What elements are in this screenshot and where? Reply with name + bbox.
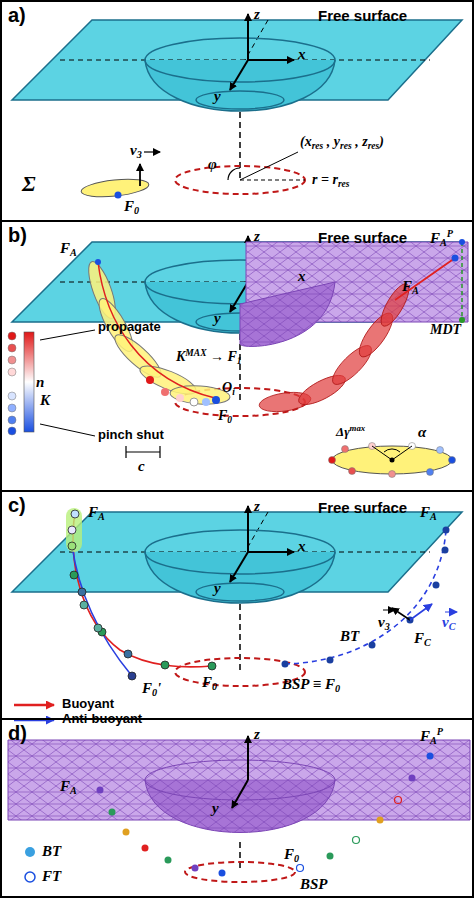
figure-label: FA	[60, 778, 77, 796]
figure-label: x	[298, 46, 306, 63]
figure-label: r = rres	[312, 172, 350, 189]
figure-label: z	[254, 726, 260, 743]
figure-label: n	[36, 374, 44, 391]
figure-label: v3	[130, 142, 142, 160]
figure-label: F0	[202, 674, 217, 692]
figure-label: BSP ≡ F0	[282, 676, 340, 694]
panel-label: b)	[8, 224, 27, 247]
panel-frame: c)	[0, 492, 474, 720]
figure-label: Σ	[22, 172, 36, 196]
figure-label: y	[212, 800, 219, 817]
figure-label: v3	[378, 614, 390, 632]
legend-text: FT	[42, 868, 61, 885]
figure-label: FC	[414, 630, 431, 648]
figure-label: Free surface	[318, 500, 407, 517]
figure-label: FA	[420, 504, 437, 522]
figure-label: φ	[208, 156, 217, 173]
figure-label: FA	[88, 504, 105, 522]
figure-label: BT	[340, 628, 359, 645]
figure-label: x	[298, 268, 306, 285]
panel-label: a)	[8, 4, 26, 27]
figure-label: α	[418, 424, 426, 441]
figure-label: Oi	[222, 380, 235, 397]
panel-frame: a)	[0, 0, 474, 222]
figure-label: FAP	[430, 228, 453, 248]
figure-label: y	[214, 88, 221, 105]
figure-label: F0	[124, 198, 139, 216]
figure-label: F0'	[142, 680, 161, 698]
figure-label: propagate	[98, 320, 161, 334]
figure-label: c	[138, 458, 145, 475]
figure-label: K	[40, 392, 50, 409]
panel-label: d)	[8, 722, 27, 745]
figure-label: F0	[284, 846, 299, 864]
figure-label: z	[254, 6, 260, 23]
panel-label: c)	[8, 494, 26, 517]
legend-text: Buoyant	[62, 697, 114, 711]
figure-label: BSP	[300, 876, 328, 893]
figure-label: KMAX → F1	[176, 348, 242, 367]
figure-label: vC	[442, 614, 455, 632]
figure-label: FAP	[420, 726, 443, 746]
figure-label: (xres , yres , zres)	[300, 134, 384, 151]
panel-frame: d)	[0, 720, 474, 898]
figure-label: F0	[218, 408, 232, 425]
figure-label: FA	[402, 278, 419, 296]
figure-label: Free surface	[318, 8, 407, 25]
figure-label: z	[254, 498, 260, 515]
legend-text: Anti-buoyant	[62, 712, 142, 726]
figure-label: pinch shut	[98, 428, 164, 442]
figure-label: z	[254, 228, 260, 245]
figure-label: y	[214, 310, 221, 327]
figure-label: FA	[60, 240, 77, 258]
figure-label: MDT	[430, 322, 461, 337]
figure-label: Δγmax	[336, 424, 365, 439]
figure-label: Free surface	[318, 230, 407, 247]
legend-text: BT	[42, 843, 61, 860]
figure-label: y	[214, 580, 221, 597]
figure-label: x	[298, 538, 306, 555]
